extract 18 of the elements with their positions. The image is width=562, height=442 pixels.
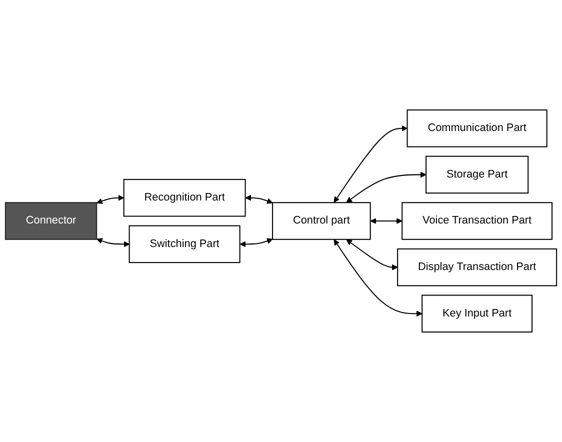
arrow [370,218,402,224]
node-box: Communication Part [406,109,548,148]
node-box: Voice Transaction Part [402,202,553,240]
arrow [96,194,124,204]
arrow [240,238,273,248]
node-box: Display Transaction Part [397,248,558,286]
node-box: Connector [4,202,98,240]
node-box: Recognition Part [123,178,246,217]
arrow [96,238,130,248]
node-box: Switching Part [128,225,240,264]
arrow [334,125,408,203]
arrow [346,239,398,270]
arrow [334,239,422,317]
arrow [245,194,273,204]
node-box: Control part [272,202,371,240]
arrow [346,172,426,203]
node-box: Key Input Part [422,294,533,333]
node-box: Storage Part [426,156,529,194]
